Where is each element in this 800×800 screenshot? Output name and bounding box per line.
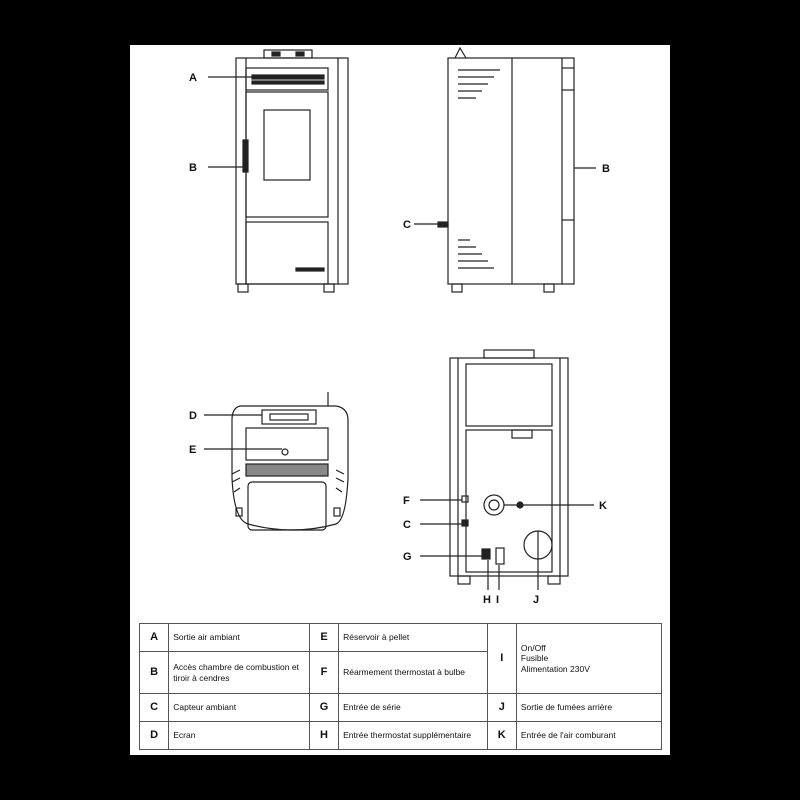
legend-label: Accès chambre de combustion et tiroir à … [168, 650, 310, 695]
callout-a-front: A [189, 72, 197, 84]
callout-e: E [189, 444, 196, 456]
legend-row: C Capteur ambiant G Entrée de série J So… [138, 693, 663, 723]
legend-key: A [138, 623, 170, 652]
back-view [420, 349, 594, 590]
legend-label: Sortie de fumées arrière [515, 693, 663, 723]
callout-k: K [599, 500, 607, 512]
legend-label: Capteur ambiant [168, 693, 310, 723]
callout-b-side: B [602, 163, 610, 175]
callout-d: D [189, 410, 197, 422]
legend-label: Entrée de l'air comburant [515, 721, 663, 750]
legend-key: H [308, 721, 340, 750]
legend-row: D Ecran H Entrée thermostat supplémentai… [138, 721, 663, 750]
legend-key: F [308, 650, 340, 695]
legend-line: Fusible [520, 653, 549, 664]
legend-label: Ecran [168, 721, 310, 750]
side-view [414, 46, 596, 293]
legend-label: Réarmement thermostat à bulbe [338, 650, 488, 695]
callout-b-front: B [189, 162, 197, 174]
legend-line: Alimentation 230V [520, 663, 590, 674]
legend-table: A Sortie air ambiant E Réservoir à pelle… [138, 622, 663, 750]
callout-f: F [403, 495, 410, 507]
legend-key: B [138, 650, 170, 695]
legend-label: Sortie air ambiant [168, 623, 310, 652]
legend-key: K [486, 721, 517, 750]
legend-key: I [486, 622, 517, 695]
legend-label-i: On/Off Fusible Alimentation 230V [515, 622, 663, 695]
legend-key: E [308, 623, 340, 652]
top-view [204, 392, 349, 531]
legend-row: A Sortie air ambiant E Réservoir à pelle… [138, 622, 663, 695]
legend-row: B Accès chambre de combustion et tiroir … [138, 650, 662, 695]
legend-label: Réservoir à pellet [338, 623, 488, 652]
callout-c-side: C [403, 219, 411, 231]
legend-label: Entrée de série [338, 693, 488, 723]
callout-h: H [483, 594, 491, 606]
callout-c-back: C [403, 519, 411, 531]
callout-i: I [496, 594, 499, 606]
legend-key: G [308, 693, 340, 723]
callout-g: G [403, 551, 412, 563]
legend-key: J [486, 693, 517, 723]
legend-line: On/Off [520, 643, 546, 654]
legend-label: Entrée thermostat supplémentaire [338, 721, 488, 750]
front-view [208, 49, 349, 293]
legend-key: C [138, 693, 170, 723]
callout-j: J [533, 594, 539, 606]
legend-key: D [138, 721, 170, 750]
